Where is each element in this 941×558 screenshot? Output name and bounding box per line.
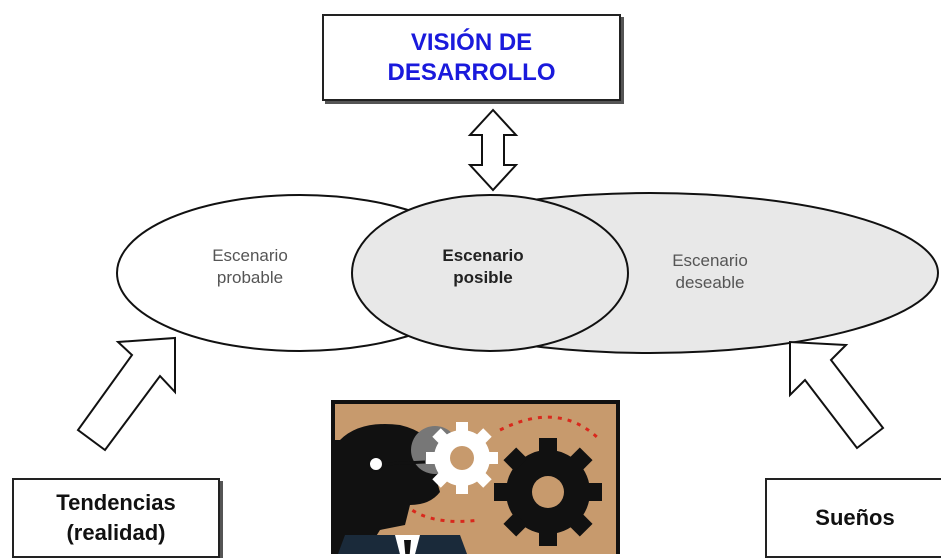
label-escenario-probable: Escenario probable: [212, 246, 288, 287]
tendencias-box: Tendencias (realidad): [12, 478, 220, 558]
ellipse-posible: [351, 194, 629, 352]
label-escenario-deseable: Escenario deseable: [672, 251, 748, 292]
thinking-person-illustration: [331, 400, 620, 554]
suenos-label: Sueños: [815, 505, 895, 530]
label-escenario-posible: Escenario posible: [442, 246, 524, 287]
double-arrow-icon: [467, 108, 519, 192]
vision-box: VISIÓN DE DESARROLLO: [322, 14, 621, 101]
suenos-box: Sueños: [765, 478, 941, 558]
vision-title: VISIÓN DE DESARROLLO: [387, 28, 556, 86]
right-arrow-icon: [789, 340, 885, 450]
tendencias-label: Tendencias (realidad): [56, 490, 176, 545]
left-arrow-icon: [76, 336, 176, 452]
